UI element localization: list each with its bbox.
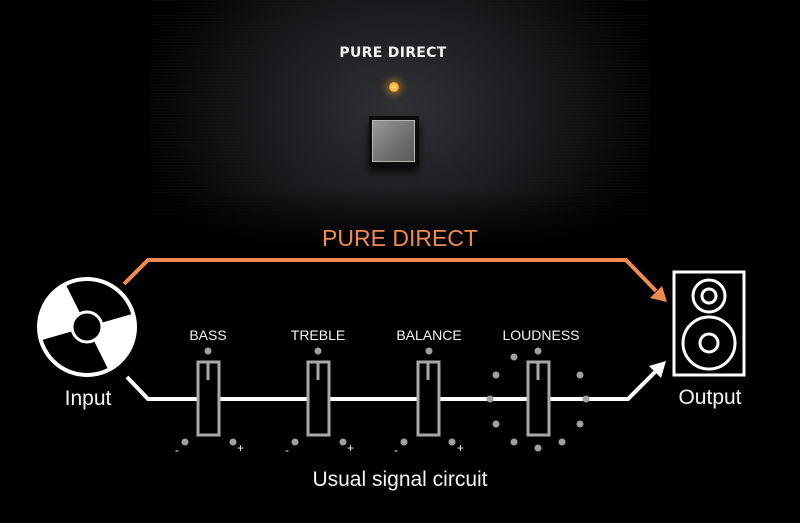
bass-label: BASS: [189, 327, 226, 343]
panel-pure-direct-label: PURE DIRECT: [339, 45, 447, 61]
pure-direct-path-label: PURE DIRECT: [322, 225, 478, 251]
pure-direct-path: PURE DIRECT: [122, 225, 667, 302]
pure-direct-led-indicator: [389, 82, 399, 92]
usual-signal-circuit-label: Usual signal circuit: [312, 468, 487, 491]
square-button-icon: [372, 120, 415, 162]
bass-control[interactable]: BASS - +: [175, 327, 244, 457]
speaker-icon: [672, 270, 746, 377]
bass-minus-label: -: [175, 443, 179, 457]
balance-minus-label: -: [394, 443, 398, 457]
loudness-control[interactable]: LOUDNESS: [486, 327, 590, 452]
balance-plus-label: +: [457, 441, 464, 455]
bass-plus-label: +: [237, 441, 244, 455]
treble-label: TREBLE: [291, 327, 345, 343]
output-label: Output: [678, 386, 741, 409]
usual-signal-path: [125, 361, 666, 401]
usual-signal-arrow-icon: [649, 361, 666, 378]
loudness-label: LOUDNESS: [502, 327, 579, 343]
pure-direct-arrow-icon: [650, 286, 667, 302]
balance-label: BALANCE: [396, 327, 461, 343]
dot-icon: [204, 347, 212, 355]
treble-plus-label: +: [347, 441, 354, 455]
loudness-dial-dots: [486, 347, 590, 452]
balance-control[interactable]: BALANCE - +: [394, 327, 464, 457]
treble-minus-label: -: [285, 443, 289, 457]
treble-control[interactable]: TREBLE - +: [285, 327, 354, 457]
disc-icon: [37, 277, 137, 377]
input-label: Input: [65, 387, 112, 410]
pure-direct-button[interactable]: [369, 116, 419, 166]
